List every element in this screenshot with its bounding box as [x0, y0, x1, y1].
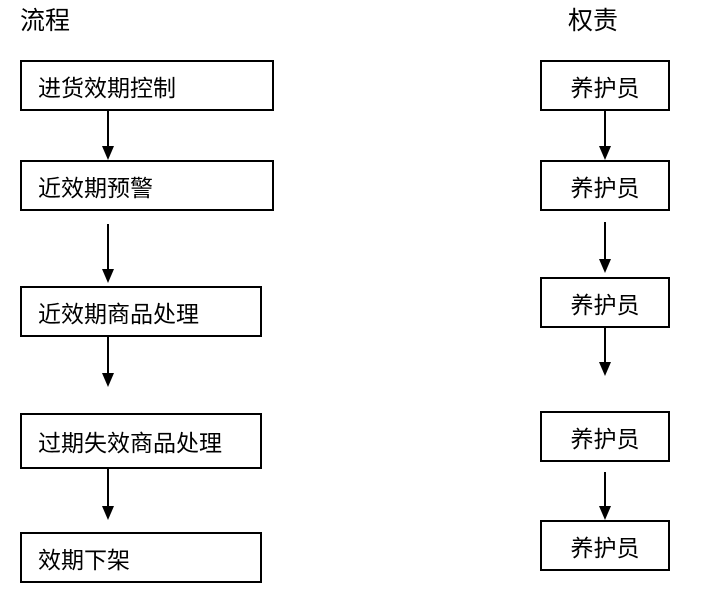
flow-arrow-2 — [102, 224, 114, 283]
flow-step-5: 效期下架 — [20, 532, 262, 583]
responsibility-arrow-2 — [599, 222, 611, 273]
responsibility-arrow-3 — [599, 328, 611, 376]
responsibility-arrow-1 — [599, 111, 611, 160]
flow-step-1: 进货效期控制 — [20, 60, 274, 111]
flow-step-2: 近效期预警 — [20, 160, 274, 211]
responsibility-column-header: 权责 — [568, 6, 619, 35]
flow-arrow-3 — [102, 337, 114, 387]
flow-arrow-4 — [102, 469, 114, 520]
flow-column-header: 流程 — [20, 6, 71, 35]
responsibility-role-4: 养护员 — [540, 411, 670, 462]
flow-arrow-1 — [102, 111, 114, 160]
responsibility-arrow-4 — [599, 472, 611, 520]
flow-step-3: 近效期商品处理 — [20, 286, 262, 337]
responsibility-role-2: 养护员 — [540, 160, 670, 211]
responsibility-role-1: 养护员 — [540, 60, 670, 111]
responsibility-role-3: 养护员 — [540, 277, 670, 328]
flow-step-4: 过期失效商品处理 — [20, 413, 262, 469]
responsibility-role-5: 养护员 — [540, 520, 670, 571]
